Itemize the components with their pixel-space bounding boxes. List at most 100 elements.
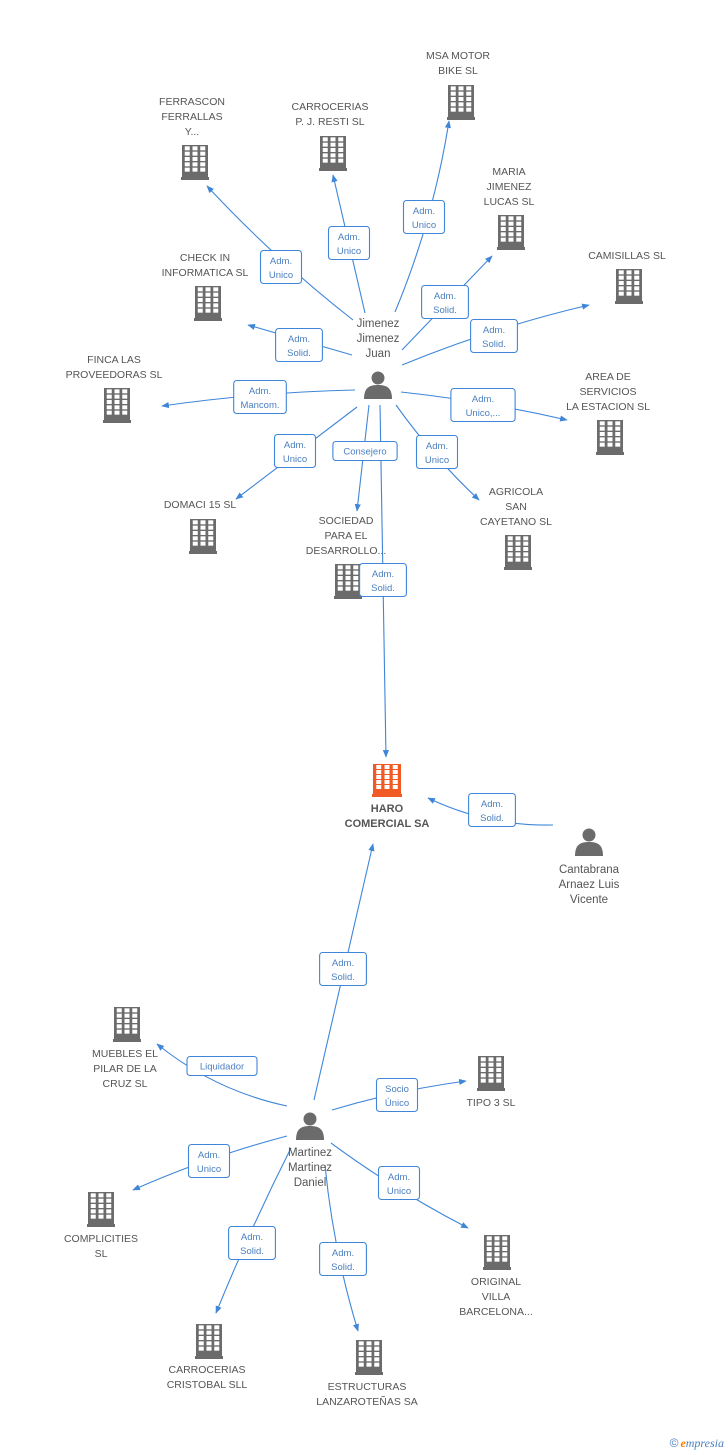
role-label-text: Adm.: [249, 386, 271, 397]
role-label-box: [319, 1241, 367, 1277]
company-node[interactable]: MUEBLES EL PILAR DE LA CRUZ SL: [92, 1007, 158, 1090]
role-label[interactable]: Adm.Unico: [259, 249, 303, 285]
role-label[interactable]: Liquidador: [186, 1055, 258, 1077]
building-icon: [483, 1235, 511, 1270]
role-label[interactable]: Adm.Unico,...: [450, 387, 516, 423]
node-label-line: LA ESTACION SL: [566, 401, 650, 413]
node-label-line: CRUZ SL: [103, 1078, 148, 1090]
role-label-box: [273, 433, 317, 469]
company-node[interactable]: FERRASCONFERRALLASY...: [159, 96, 225, 180]
node-label-line: CARROCERIAS: [291, 101, 368, 113]
company-node[interactable]: COMPLICITIES SL: [64, 1192, 138, 1260]
node-label-line: Vicente: [570, 894, 608, 906]
role-label[interactable]: Adm.Unico: [273, 433, 317, 469]
node-label-line: Jimenez: [357, 318, 400, 330]
node-label-line: SOCIEDAD: [319, 515, 374, 527]
node-label-line: VILLA: [482, 1291, 511, 1303]
building-icon: [103, 388, 131, 423]
node-label-line: AREA DE: [585, 371, 631, 383]
node-label-line: BIKE SL: [438, 65, 478, 77]
role-label-text: Unico: [425, 455, 449, 466]
person-icon: [575, 828, 603, 856]
building-icon: [497, 215, 525, 250]
role-label-text: Adm.: [472, 394, 494, 405]
role-label-box: [275, 327, 323, 363]
node-label-line: COMPLICITIES: [64, 1233, 138, 1245]
role-label[interactable]: Adm.Unico: [327, 225, 371, 261]
role-label-text: Consejero: [343, 447, 386, 458]
role-label-text: Adm.: [332, 958, 354, 969]
building-icon: [504, 535, 532, 570]
node-label-line: Cantabrana: [559, 864, 620, 876]
node-label-line: SL: [95, 1248, 108, 1260]
role-label-text: Adm.: [388, 1172, 410, 1183]
building-icon: [334, 564, 362, 599]
role-label-text: Adm.: [483, 325, 505, 336]
role-label-text: Unico: [283, 454, 307, 465]
role-label[interactable]: Adm. Unico: [377, 1165, 421, 1201]
node-label-line: P. J. RESTI SL: [295, 116, 364, 128]
role-label-box: [421, 284, 469, 320]
node-label-line: CRISTOBAL SLL: [167, 1379, 248, 1391]
company-node[interactable]: CARROCERIAS P. J. RESTI SL: [291, 101, 369, 171]
node-label-line: JIMENEZ: [487, 181, 533, 193]
node-label-line: CAYETANO SL: [480, 516, 552, 528]
role-label-text: Adm.: [198, 1150, 220, 1161]
role-label-text: Solid.: [287, 348, 311, 359]
role-label[interactable]: Adm.Solid.: [319, 1241, 367, 1277]
building-icon: [319, 136, 347, 171]
role-label[interactable]: Adm.Solid.: [470, 318, 518, 354]
copyright-symbol: ©: [669, 1436, 679, 1450]
role-label-box: [470, 318, 518, 354]
role-label-box: [375, 1077, 419, 1113]
node-label-line: PILAR DE LA: [93, 1063, 157, 1075]
brand-name: mpresia: [685, 1436, 724, 1450]
building-icon: [615, 269, 643, 304]
node-label-line: Martinez: [288, 1147, 332, 1159]
role-label[interactable]: Adm.Solid.: [421, 284, 469, 320]
company-node[interactable]: CAMISILLAS SL: [588, 250, 666, 304]
role-label[interactable]: Adm.Solid.: [228, 1225, 276, 1261]
company-node[interactable]: TIPO 3 SL: [466, 1056, 516, 1109]
node-label-line: LUCAS SL: [484, 196, 535, 208]
role-label[interactable]: Adm. Solid.: [319, 951, 367, 987]
role-label-text: Único: [385, 1098, 409, 1109]
role-label[interactable]: Adm.Solid.: [468, 792, 516, 828]
footer-brand[interactable]: ©empresia: [670, 1436, 724, 1451]
role-label[interactable]: Adm.Unico: [402, 199, 446, 235]
role-label[interactable]: Adm.Solid.: [359, 562, 407, 598]
node-label-line: CHECK IN: [180, 252, 230, 264]
role-label[interactable]: Adm.Unico: [187, 1143, 231, 1179]
role-label[interactable]: Consejero: [332, 440, 398, 462]
role-label-text: Unico: [387, 1186, 411, 1197]
role-label[interactable]: Adm.Solid.: [275, 327, 323, 363]
role-label-box: [450, 387, 516, 423]
role-label-text: Unico: [269, 270, 293, 281]
building-icon: [181, 145, 209, 180]
role-label[interactable]: Adm.Mancom.: [233, 379, 287, 415]
building-icon: [189, 519, 217, 554]
node-label-line: FERRALLAS: [161, 111, 222, 123]
role-label-text: Unico: [337, 246, 361, 257]
building-icon: [87, 1192, 115, 1227]
company-node[interactable]: DOMACI 15 SL: [164, 499, 237, 554]
node-label-line: MUEBLES EL: [92, 1048, 158, 1060]
role-label-text: Solid.: [331, 972, 355, 983]
role-label[interactable]: Adm.Unico: [415, 434, 459, 470]
node-label-line: PARA EL: [325, 530, 368, 542]
company-node[interactable]: ORIGINALVILLABARCELONA...: [459, 1235, 533, 1318]
